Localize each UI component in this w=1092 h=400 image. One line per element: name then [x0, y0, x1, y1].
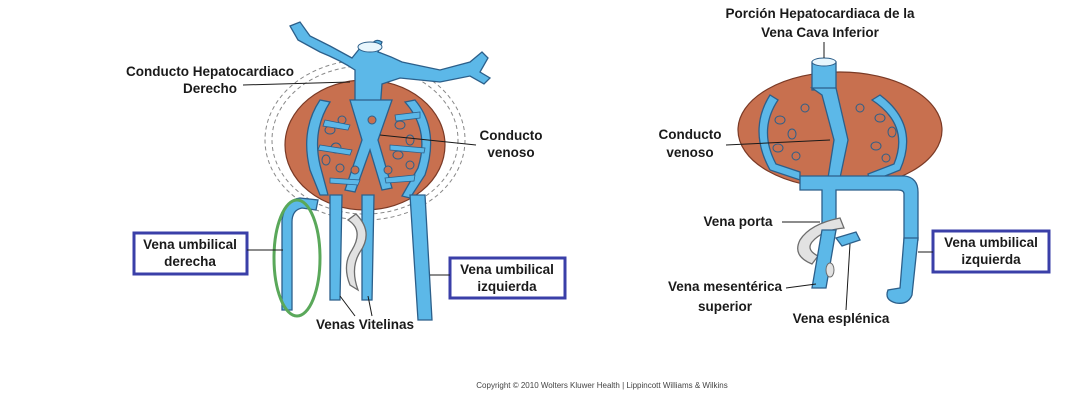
- copyright-notice: Copyright © 2010 Wolters Kluwer Health |…: [476, 381, 727, 390]
- leader-conducto-venoso-right: [725, 139, 831, 146]
- label-vena-umbilical-derecha-1: Vena umbilical: [143, 237, 237, 252]
- right-ivc-opening: [811, 57, 837, 67]
- right-left-umbilical-vein: [886, 237, 919, 304]
- label-vena-mesenterica-2: superior: [698, 299, 753, 314]
- right-superior-mesenteric-vein: [811, 229, 837, 289]
- right-splenic-opening: [825, 262, 835, 278]
- label-vena-esplenica: Vena esplénica: [793, 311, 890, 326]
- leader-venas-vitelinas-2: [367, 295, 373, 317]
- left-vessel-opening: [357, 41, 383, 53]
- label-conducto-venoso-left-1: Conducto: [480, 128, 543, 143]
- leader-hepatocardiaco: [242, 81, 351, 86]
- label-porcion-hepatocardiaca-1: Porción Hepatocardiaca de la: [725, 6, 915, 21]
- right-splenic-vein: [834, 231, 861, 247]
- leader-conducto-venoso-left: [379, 134, 477, 146]
- leader-vena-esplenica: [845, 243, 851, 311]
- label-vena-umbilical-izquierda-right-1: Vena umbilical: [944, 235, 1038, 250]
- label-venas-vitelinas: Venas Vitelinas: [316, 317, 414, 332]
- right-umbilical-highlight-ring: [272, 198, 322, 318]
- label-vena-umbilical-izquierda-left-2: izquierda: [477, 279, 537, 294]
- left-diagram: [264, 21, 492, 321]
- leader-vena-mesenterica: [785, 283, 817, 289]
- label-conducto-hepatocardiaco-2: Derecho: [183, 81, 237, 96]
- left-sinusoid-network: [306, 99, 432, 199]
- label-vena-porta: Vena porta: [703, 214, 773, 229]
- right-umbilical-label-box: [132, 231, 249, 276]
- left-umbilical-label-box-a: [448, 256, 567, 300]
- left-vitelline-vein-1: [329, 194, 343, 301]
- left-gut-tube: [345, 213, 367, 292]
- label-vena-mesenterica-1: Vena mesentérica: [668, 279, 783, 294]
- label-conducto-venoso-right-1: Conducto: [659, 127, 722, 142]
- label-vena-umbilical-derecha-2: derecha: [164, 254, 216, 269]
- label-vena-umbilical-izquierda-right-2: izquierda: [961, 252, 1021, 267]
- label-vena-umbilical-izquierda-left-1: Vena umbilical: [460, 262, 554, 277]
- label-porcion-hepatocardiaca-2: Vena Cava Inferior: [761, 25, 880, 40]
- right-diagram: [737, 57, 943, 304]
- left-left-umbilical-vein: [409, 194, 433, 321]
- label-conducto-venoso-right-2: venoso: [666, 145, 713, 160]
- left-hepatocardiac-channel: [289, 21, 492, 111]
- left-vitelline-vein-2: [361, 194, 375, 301]
- leader-venas-vitelinas-1: [339, 295, 356, 317]
- right-sinusoid-network: [758, 87, 908, 183]
- label-conducto-venoso-left-2: venoso: [487, 145, 534, 160]
- label-conducto-hepatocardiaco-1: Conducto Hepatocardiaco: [126, 64, 294, 79]
